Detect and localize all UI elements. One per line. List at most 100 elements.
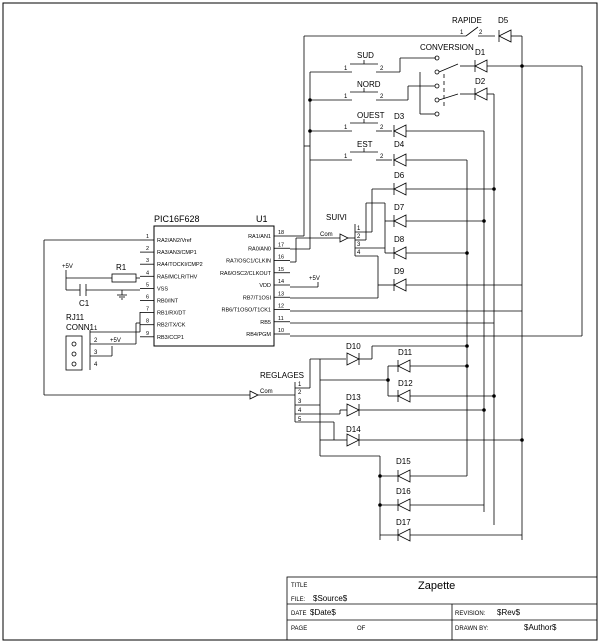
diode-d2: D2 (474, 77, 488, 101)
diode-d6: D6 (393, 171, 407, 196)
ouest-label: OUEST (357, 111, 385, 120)
title-label: TITLE (291, 583, 307, 589)
vdd-5v-label: +5V (309, 276, 320, 282)
ic-right-pin-number: 18 (278, 230, 284, 236)
rapide-pin1: 1 (460, 30, 464, 36)
reglages-connector: REGLAGES Com 1 2 3 4 5 (249, 359, 340, 440)
ic-left-pin-number: 5 (146, 282, 149, 288)
title-value: Zapette (418, 580, 455, 592)
ic-left-pin-number: 1 (146, 234, 149, 240)
ic-left-pin-label: RA4/TOCKI/CMP2 (157, 262, 203, 268)
ouest-pin1: 1 (344, 125, 348, 131)
title-block: TITLE Zapette FILE: $Source$ DATE $Date$… (286, 576, 598, 641)
ic-left-pin-number: 8 (146, 319, 149, 325)
nord-pin1: 1 (344, 94, 348, 100)
switch-rapide: RAPIDE 1 2 (304, 16, 495, 37)
ic-right-pin-number: 15 (278, 267, 284, 273)
d10-label: D10 (346, 342, 361, 351)
r1-label: R1 (116, 263, 127, 272)
rj11-connector: RJ11 CONN1 1 2 3 4 +5V (65, 312, 141, 371)
revision-label: REVISION: (455, 611, 486, 617)
pic-ic: PIC16F628 U1 1RA2/AN2/Vref2RA3/AN3/CMP13… (140, 214, 290, 347)
ic-right-pin-label: RB4/PGM (246, 332, 271, 338)
ic-left-pin-label: RB3/CCP1 (157, 335, 184, 341)
d4-label: D4 (394, 140, 405, 149)
reglages-pin3: 3 (298, 399, 302, 405)
conn1-label: CONN1 (66, 323, 95, 332)
diode-d17: D17 (396, 518, 411, 542)
ic-left-pin-number: 4 (146, 270, 149, 276)
ic-right-pin-label: RB6/T1OSO/T1CK1 (221, 308, 271, 314)
mclr-5v-label: +5V (62, 264, 73, 270)
d14-label: D14 (346, 425, 361, 434)
ic-right-pin-label: RB7/T1OSI (243, 295, 272, 301)
suivi-pin3: 3 (357, 242, 361, 248)
drawn-label: DRAWN BY: (455, 626, 489, 632)
rj-pin1: 1 (94, 326, 98, 332)
suivi-connector: SUIVI Com 1 2 3 4 (320, 189, 386, 285)
diode-d5: D5 (498, 16, 512, 43)
d5-label: D5 (498, 16, 509, 25)
diode-d7: D7 (393, 203, 407, 228)
switch-sud: SUD 1 2 (310, 51, 400, 73)
ic-left-pin-number: 2 (146, 246, 149, 252)
rapide-label: RAPIDE (452, 16, 482, 25)
ic-left-pin-label: RA2/AN2/Vref (157, 238, 192, 244)
sud-pin2: 2 (380, 66, 384, 72)
ic-right-pin-number: 13 (278, 291, 284, 297)
sud-label: SUD (357, 51, 374, 60)
nord-label: NORD (357, 80, 381, 89)
ic-right-pin-number: 10 (278, 328, 284, 334)
sud-pin1: 1 (344, 66, 348, 72)
file-value: $Source$ (313, 594, 348, 603)
ic-right-pin-label: RA7/OSC1/CLKIN (226, 259, 271, 265)
date-value: $Date$ (310, 608, 336, 617)
ic-left-pin-label: RA5/MCLR/THV (157, 274, 198, 280)
suivi-pin2: 2 (357, 234, 361, 240)
reglages-label: REGLAGES (260, 371, 304, 380)
reglages-pin1: 1 (298, 382, 302, 388)
suivi-pin4: 4 (357, 250, 361, 256)
reglages-com-label: Com (260, 389, 273, 395)
c1-label: C1 (79, 299, 90, 308)
diode-d8: D8 (393, 235, 407, 260)
rj-pin2: 2 (94, 338, 98, 344)
conversion-label: CONVERSION (420, 43, 474, 52)
rapide-pin2: 2 (479, 30, 483, 36)
diode-d3: D3 (393, 112, 407, 138)
ic-right-pin-label: RA0/AN0 (248, 246, 271, 252)
ic-left-pin-label: RB2/TX/CK (157, 323, 186, 329)
ic-right-pin-number: 11 (278, 316, 284, 322)
author-value: $Author$ (524, 623, 557, 632)
ic-right-pin-label: RB5 (260, 320, 271, 326)
ic-left-pin-number: 9 (146, 331, 149, 337)
ic-right-pin-number: 12 (278, 304, 284, 310)
diode-d14: D14 (346, 425, 361, 447)
ic-right-pin-number: 16 (278, 255, 284, 261)
d6-label: D6 (394, 171, 405, 180)
diode-d16: D16 (396, 487, 411, 512)
d11-label: D11 (398, 348, 413, 357)
ic-left-pin-label: VSS (157, 286, 168, 292)
rj-pin4: 4 (94, 362, 98, 368)
switch-conversion: CONVERSION (399, 43, 476, 117)
d17-label: D17 (396, 518, 411, 527)
d7-label: D7 (394, 203, 405, 212)
d16-label: D16 (396, 487, 411, 496)
diode-d4: D4 (393, 140, 407, 167)
rj-pin3: 3 (94, 350, 98, 356)
reglages-pin5: 5 (298, 417, 302, 423)
ouest-pin2: 2 (380, 125, 384, 131)
diode-d9: D9 (393, 267, 407, 292)
rj11-label: RJ11 (66, 313, 85, 322)
suivi-pin1: 1 (357, 226, 361, 232)
d2-label: D2 (475, 77, 486, 86)
suivi-label: SUIVI (326, 213, 347, 222)
suivi-com-label: Com (320, 232, 333, 238)
date-label: DATE (291, 611, 307, 617)
d9-label: D9 (394, 267, 405, 276)
ic-left-pin-label: RB1/RX/DT (157, 311, 186, 317)
reglages-pin2: 2 (298, 390, 302, 396)
switch-ouest: OUEST 1 2 (310, 111, 392, 132)
